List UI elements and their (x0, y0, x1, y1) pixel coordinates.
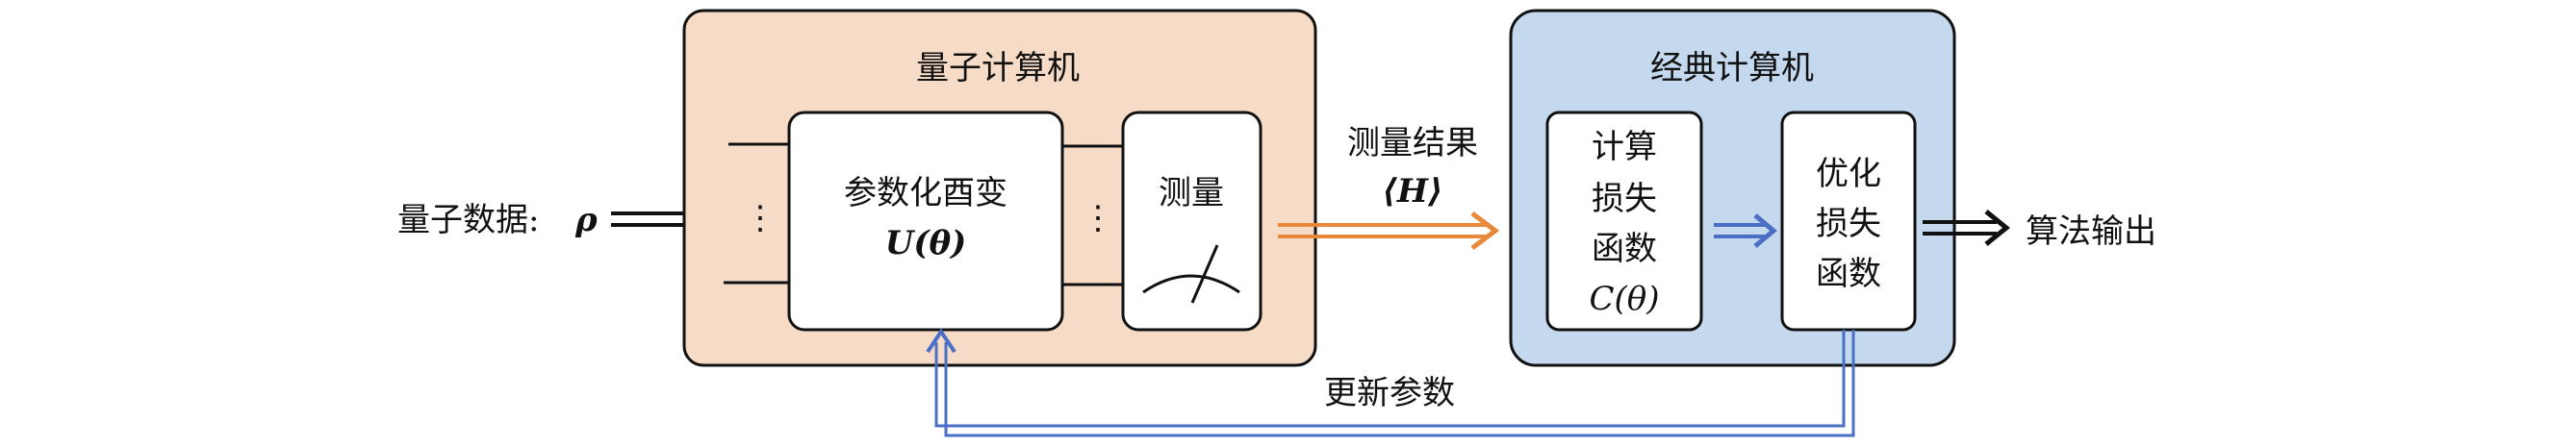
cost-line: 计算 (1592, 128, 1657, 166)
measurement-label: 测量 (1159, 174, 1224, 212)
measurement-result-label: 测量结果 (1347, 124, 1478, 162)
meter-icon (1142, 244, 1240, 304)
quantum-computer-title: 量子计算机 (916, 49, 1080, 87)
input-symbol: ρ (574, 201, 598, 239)
cost-symbol: C(θ) (1589, 280, 1659, 318)
classical-computer-title: 经典计算机 (1650, 49, 1814, 87)
unitary-label: 参数化酉变 (844, 174, 1007, 212)
input-label: 量子数据: (397, 201, 539, 239)
measurement-result-arrow (1278, 211, 1500, 250)
optimize-line: 优化 (1816, 155, 1881, 193)
output-label: 算法输出 (2026, 212, 2156, 251)
optimize-box (1780, 111, 1917, 332)
wire-dots-right: ⋮ (1082, 199, 1114, 237)
feedback-label: 更新参数 (1324, 374, 1455, 412)
optimize-line: 损失 (1816, 205, 1881, 243)
measurement-box (1121, 111, 1262, 332)
feedback-arrow (926, 328, 1855, 437)
optimize-line: 函数 (1816, 255, 1881, 293)
wire-dots-left: ⋮ (744, 199, 777, 237)
input-wires (724, 142, 1123, 286)
parameterized-unitary-box (787, 111, 1064, 332)
cost-to-optimize-arrow (1714, 213, 1777, 248)
cost-line: 损失 (1592, 180, 1657, 218)
cost-function-box (1545, 111, 1703, 332)
output-double-arrow (1923, 210, 2010, 246)
cost-line: 函数 (1592, 230, 1657, 268)
measurement-result-symbol: ⟨H⟩ (1382, 172, 1442, 211)
unitary-symbol: U(θ) (885, 224, 967, 262)
